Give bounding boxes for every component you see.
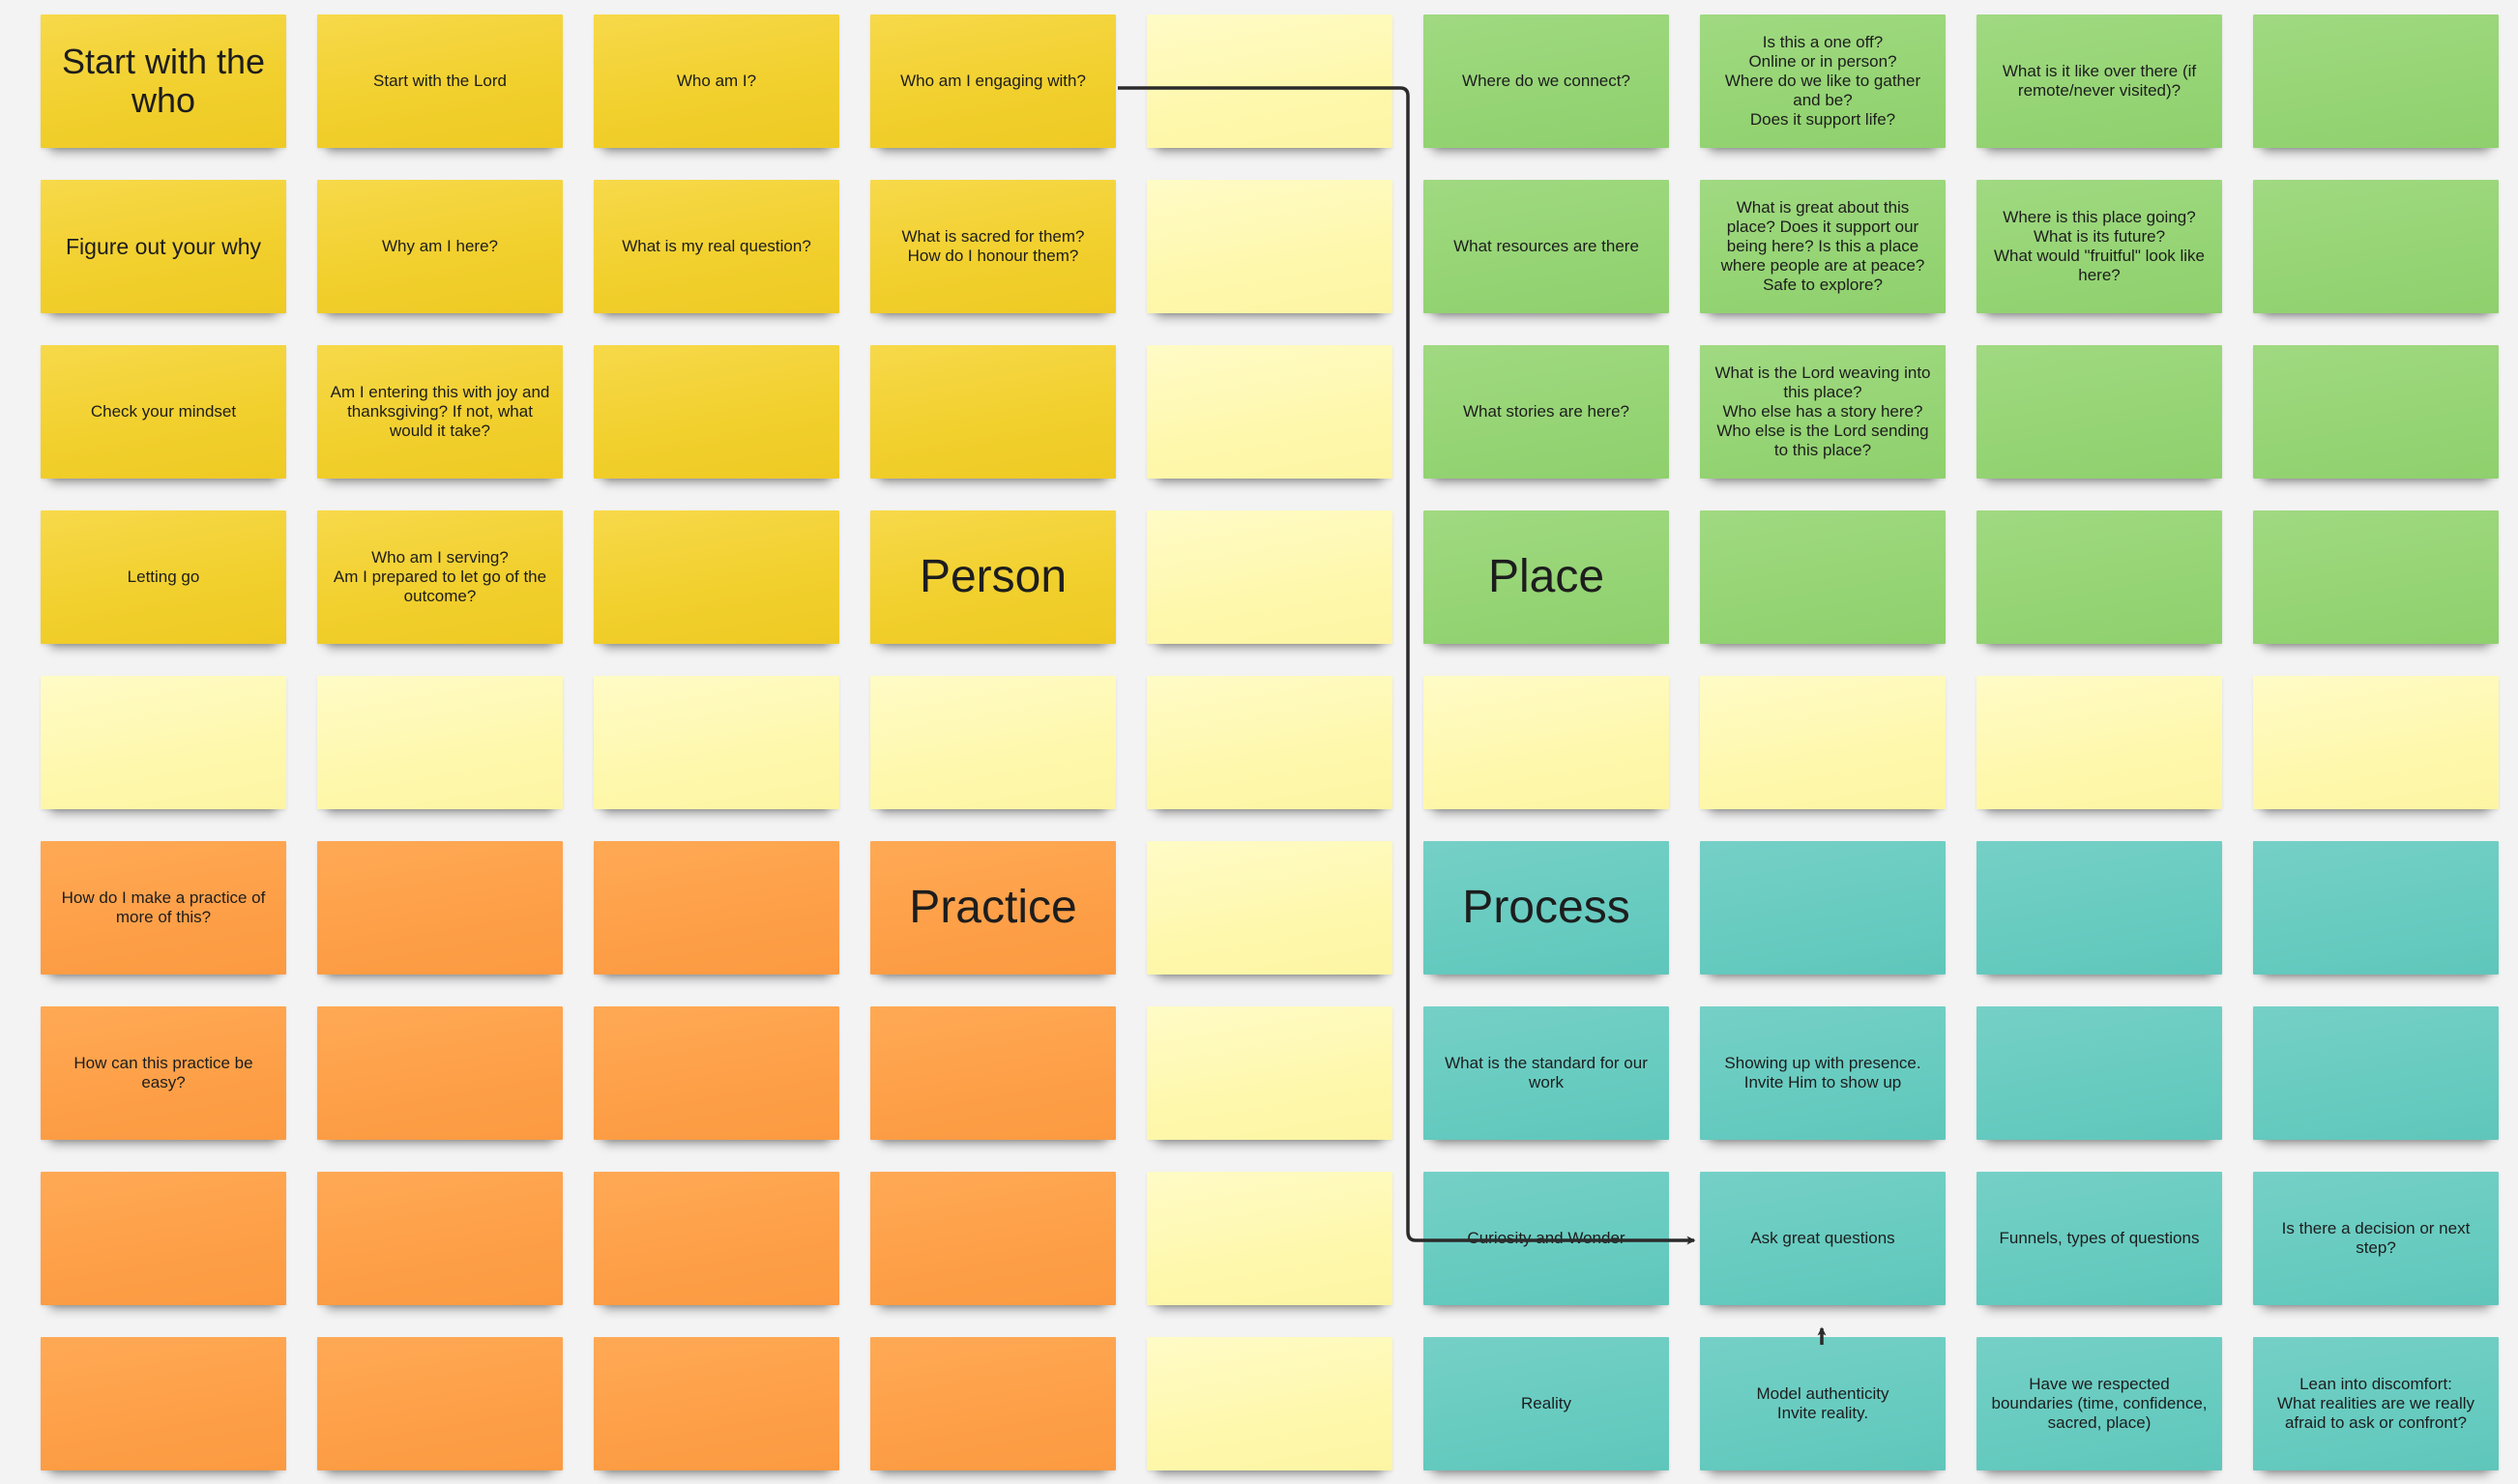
sticky-note-empty-r2c8[interactable] bbox=[2253, 345, 2499, 479]
sticky-note-have-we-respected-boundaries-time-confid[interactable]: Have we respected boundaries (time, conf… bbox=[1976, 1337, 2222, 1470]
sticky-note-empty-r2c4[interactable] bbox=[1147, 345, 1392, 479]
sticky-note-who-am-i-serving-am-i-prepared-to-let-go[interactable]: Who am I serving? Am I prepared to let g… bbox=[317, 510, 563, 644]
sticky-note-empty-r5c4[interactable] bbox=[1147, 841, 1392, 975]
sticky-note-empty-r5c7[interactable] bbox=[1976, 841, 2222, 975]
sticky-note-empty-r4c2[interactable] bbox=[594, 676, 839, 809]
sticky-note-empty-r3c8[interactable] bbox=[2253, 510, 2499, 644]
sticky-note-empty-r4c8[interactable] bbox=[2253, 676, 2499, 809]
sticky-note-lean-into-discomfort-what-realities-are-[interactable]: Lean into discomfort: What realities are… bbox=[2253, 1337, 2499, 1470]
sticky-note-empty-r5c1[interactable] bbox=[317, 841, 563, 975]
sticky-note-where-is-this-place-going-what-is-its-fu[interactable]: Where is this place going? What is its f… bbox=[1976, 180, 2222, 313]
sticky-note-empty-r3c2[interactable] bbox=[594, 510, 839, 644]
sticky-note-empty-r5c2[interactable] bbox=[594, 841, 839, 975]
sticky-note-is-this-a-one-off-online-or-in-person-wh[interactable]: Is this a one off? Online or in person? … bbox=[1700, 15, 1946, 148]
sticky-note-empty-r4c0[interactable] bbox=[41, 676, 286, 809]
sticky-note-what-is-it-like-over-there-if-remote-nev[interactable]: What is it like over there (if remote/ne… bbox=[1976, 15, 2222, 148]
sticky-note-figure-out-your-why[interactable]: Figure out your why bbox=[41, 180, 286, 313]
sticky-note-empty-r4c5[interactable] bbox=[1423, 676, 1669, 809]
sticky-note-where-do-we-connect[interactable]: Where do we connect? bbox=[1423, 15, 1669, 148]
sticky-note-empty-r7c1[interactable] bbox=[317, 1172, 563, 1305]
sticky-note-empty-r1c4[interactable] bbox=[1147, 180, 1392, 313]
sticky-note-what-is-the-lord-weaving-into-this-place[interactable]: What is the Lord weaving into this place… bbox=[1700, 345, 1946, 479]
sticky-note-process[interactable]: Process bbox=[1423, 841, 1669, 975]
sticky-note-empty-r5c8[interactable] bbox=[2253, 841, 2499, 975]
sticky-note-empty-r8c0[interactable] bbox=[41, 1337, 286, 1470]
sticky-note-check-your-mindset[interactable]: Check your mindset bbox=[41, 345, 286, 479]
sticky-note-start-with-the-lord[interactable]: Start with the Lord bbox=[317, 15, 563, 148]
sticky-note-empty-r2c7[interactable] bbox=[1976, 345, 2222, 479]
sticky-note-empty-r3c7[interactable] bbox=[1976, 510, 2222, 644]
sticky-note-empty-r6c7[interactable] bbox=[1976, 1006, 2222, 1140]
sticky-note-is-there-a-decision-or-next-step[interactable]: Is there a decision or next step? bbox=[2253, 1172, 2499, 1305]
sticky-note-empty-r8c1[interactable] bbox=[317, 1337, 563, 1470]
sticky-note-empty-r6c2[interactable] bbox=[594, 1006, 839, 1140]
sticky-note-what-is-my-real-question[interactable]: What is my real question? bbox=[594, 180, 839, 313]
sticky-note-what-resources-are-there[interactable]: What resources are there bbox=[1423, 180, 1669, 313]
sticky-note-what-is-the-standard-for-our-work[interactable]: What is the standard for our work bbox=[1423, 1006, 1669, 1140]
sticky-note-how-do-i-make-a-practice-of-more-of-this[interactable]: How do I make a practice of more of this… bbox=[41, 841, 286, 975]
sticky-note-empty-r6c4[interactable] bbox=[1147, 1006, 1392, 1140]
sticky-note-how-can-this-practice-be-easy[interactable]: How can this practice be easy? bbox=[41, 1006, 286, 1140]
sticky-note-empty-r6c1[interactable] bbox=[317, 1006, 563, 1140]
sticky-note-empty-r3c4[interactable] bbox=[1147, 510, 1392, 644]
sticky-note-empty-r2c2[interactable] bbox=[594, 345, 839, 479]
sticky-note-funnels-types-of-questions[interactable]: Funnels, types of questions bbox=[1976, 1172, 2222, 1305]
sticky-note-empty-r2c3[interactable] bbox=[870, 345, 1116, 479]
sticky-note-empty-r3c6[interactable] bbox=[1700, 510, 1946, 644]
sticky-note-empty-r5c6[interactable] bbox=[1700, 841, 1946, 975]
sticky-note-empty-r7c2[interactable] bbox=[594, 1172, 839, 1305]
sticky-note-empty-r0c4[interactable] bbox=[1147, 15, 1392, 148]
sticky-note-place[interactable]: Place bbox=[1423, 510, 1669, 644]
sticky-note-model-authenticity-invite-reality[interactable]: Model authenticity Invite reality. bbox=[1700, 1337, 1946, 1470]
sticky-note-start-with-the-who[interactable]: Start with the who bbox=[41, 15, 286, 148]
sticky-note-why-am-i-here[interactable]: Why am I here? bbox=[317, 180, 563, 313]
sticky-note-empty-r6c8[interactable] bbox=[2253, 1006, 2499, 1140]
sticky-note-empty-r7c3[interactable] bbox=[870, 1172, 1116, 1305]
sticky-note-empty-r7c0[interactable] bbox=[41, 1172, 286, 1305]
sticky-note-empty-r8c2[interactable] bbox=[594, 1337, 839, 1470]
sticky-note-empty-r8c3[interactable] bbox=[870, 1337, 1116, 1470]
sticky-note-empty-r8c4[interactable] bbox=[1147, 1337, 1392, 1470]
sticky-note-curiosity-and-wonder[interactable]: Curiosity and Wonder bbox=[1423, 1172, 1669, 1305]
sticky-note-empty-r4c6[interactable] bbox=[1700, 676, 1946, 809]
sticky-note-empty-r6c3[interactable] bbox=[870, 1006, 1116, 1140]
sticky-note-empty-r4c3[interactable] bbox=[870, 676, 1116, 809]
sticky-note-empty-r4c4[interactable] bbox=[1147, 676, 1392, 809]
sticky-note-empty-r7c4[interactable] bbox=[1147, 1172, 1392, 1305]
sticky-note-practice[interactable]: Practice bbox=[870, 841, 1116, 975]
sticky-note-empty-r0c8[interactable] bbox=[2253, 15, 2499, 148]
sticky-note-what-is-great-about-this-place-does-it-s[interactable]: What is great about this place? Does it … bbox=[1700, 180, 1946, 313]
sticky-note-ask-great-questions[interactable]: Ask great questions bbox=[1700, 1172, 1946, 1305]
sticky-note-empty-r4c1[interactable] bbox=[317, 676, 563, 809]
sticky-note-what-is-sacred-for-them-how-do-i-honour-[interactable]: What is sacred for them? How do I honour… bbox=[870, 180, 1116, 313]
sticky-note-am-i-entering-this-with-joy-and-thanksgi[interactable]: Am I entering this with joy and thanksgi… bbox=[317, 345, 563, 479]
sticky-note-showing-up-with-presence-invite-him-to-s[interactable]: Showing up with presence. Invite Him to … bbox=[1700, 1006, 1946, 1140]
sticky-note-who-am-i[interactable]: Who am I? bbox=[594, 15, 839, 148]
sticky-note-reality[interactable]: Reality bbox=[1423, 1337, 1669, 1470]
sticky-note-letting-go[interactable]: Letting go bbox=[41, 510, 286, 644]
sticky-note-empty-r1c8[interactable] bbox=[2253, 180, 2499, 313]
sticky-note-person[interactable]: Person bbox=[870, 510, 1116, 644]
sticky-note-empty-r4c7[interactable] bbox=[1976, 676, 2222, 809]
sticky-note-what-stories-are-here[interactable]: What stories are here? bbox=[1423, 345, 1669, 479]
sticky-note-who-am-i-engaging-with[interactable]: Who am I engaging with? bbox=[870, 15, 1116, 148]
